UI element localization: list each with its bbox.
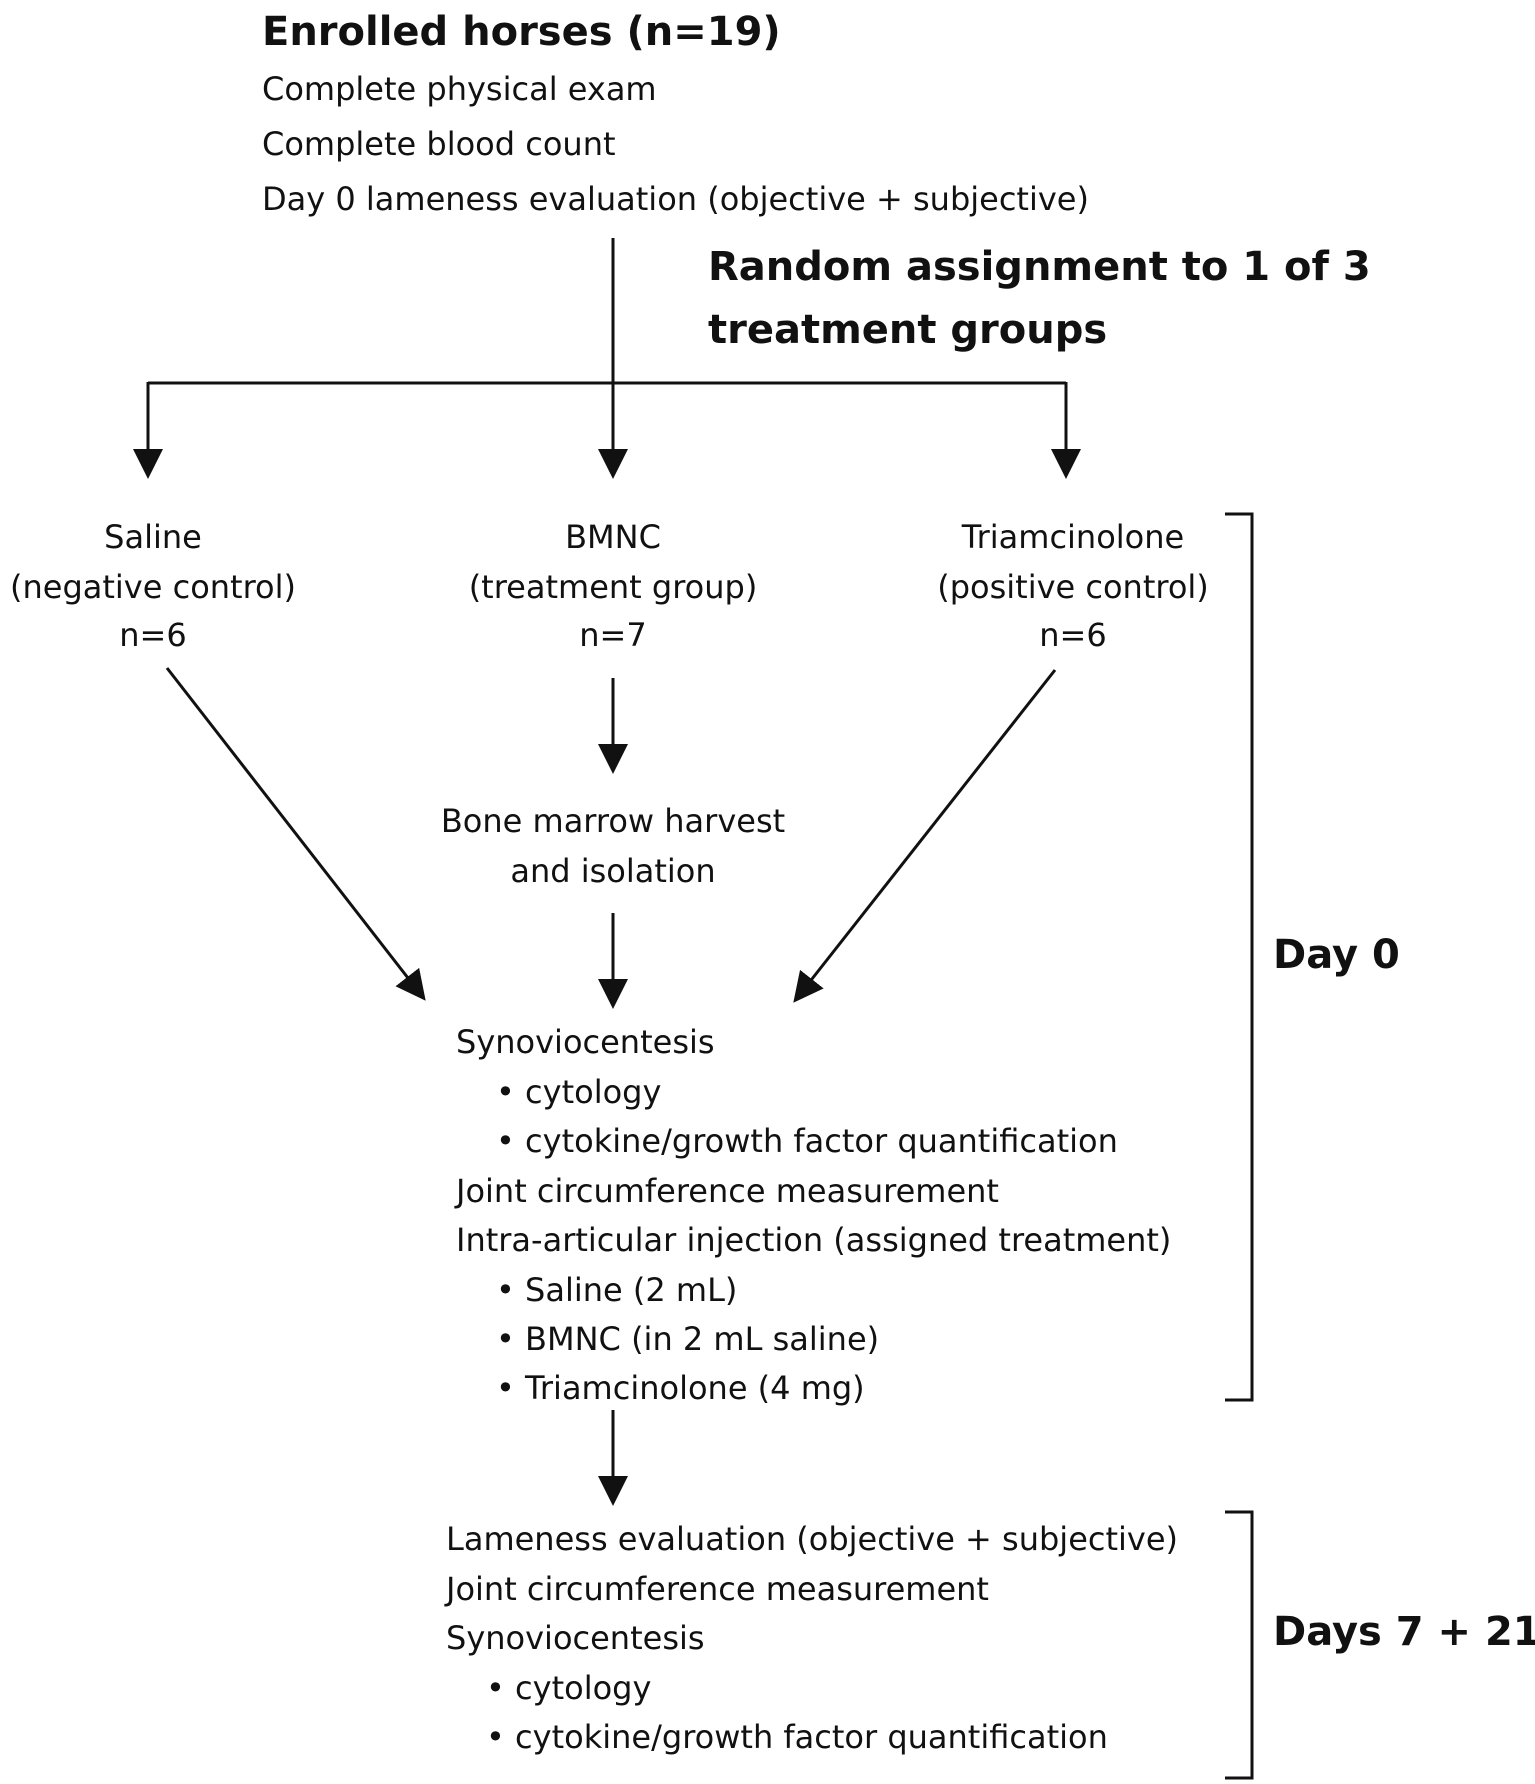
arrow-saline-synovio (165, 667, 426, 1001)
harvest-line2: and isolation (510, 852, 716, 890)
followup-synovio-item-text: cytology (515, 1669, 652, 1707)
bullet: • (496, 1271, 515, 1309)
injection-item: • BMNC (in 2 mL saline) (496, 1323, 879, 1355)
harvest-line1: Bone marrow harvest (440, 802, 786, 840)
synovio-item-text: cytology (525, 1073, 662, 1111)
bullet: • (496, 1369, 515, 1407)
group-name: Triamcinolone (961, 518, 1185, 556)
synovio-item-text: cytokine/growth factor quantification (525, 1122, 1118, 1160)
group-role: (treatment group) (468, 568, 758, 606)
randomization-label-line1: Random assignment to 1 of 3 (708, 244, 1371, 290)
followup-synovio-item-text: cytokine/growth factor quantification (515, 1718, 1108, 1756)
injection-item-text: Triamcinolone (4 mg) (525, 1369, 865, 1407)
group-n: n=7 (579, 616, 647, 654)
group-n: n=6 (119, 616, 187, 654)
enrollment-line: Complete physical exam (262, 70, 657, 108)
time-label-days-7-21: Days 7 + 21 (1273, 1609, 1535, 1655)
injection-item: • Saline (2 mL) (496, 1274, 737, 1306)
circumference-label: Joint circumference measurement (456, 1172, 999, 1210)
followup-lameness: Lameness evaluation (objective + subject… (446, 1520, 1179, 1558)
group-role: (negative control) (9, 568, 297, 606)
time-label-day0: Day 0 (1273, 932, 1400, 978)
synoviocentesis-label: Synoviocentesis (456, 1023, 715, 1061)
injection-item-text: Saline (2 mL) (525, 1271, 738, 1309)
bullet: • (486, 1669, 505, 1707)
bullet: • (496, 1073, 515, 1111)
group-n: n=6 (1039, 616, 1107, 654)
followup-synovio-item: • cytology (486, 1672, 651, 1704)
arrow-triam-synovio (793, 669, 1057, 1003)
synovio-item: • cytokine/growth factor quantification (496, 1125, 1118, 1157)
bullet: • (486, 1718, 505, 1756)
bullet: • (496, 1320, 515, 1358)
synovio-item: • cytology (496, 1076, 661, 1108)
group-name: BMNC (565, 518, 661, 556)
bullet: • (496, 1122, 515, 1160)
followup-circumference: Joint circumference measurement (446, 1570, 989, 1608)
injection-item: • Triamcinolone (4 mg) (496, 1372, 865, 1404)
injection-label: Intra-articular injection (assigned trea… (456, 1221, 1172, 1259)
followup-synoviocentesis: Synoviocentesis (446, 1619, 705, 1657)
enrollment-line: Day 0 lameness evaluation (objective + s… (262, 180, 1089, 218)
group-name: Saline (104, 518, 202, 556)
followup-synovio-item: • cytokine/growth factor quantification (486, 1721, 1108, 1753)
enrollment-line: Complete blood count (262, 125, 616, 163)
randomization-label-line2: treatment groups (708, 307, 1108, 353)
bracket-day0 (1225, 512, 1254, 1402)
group-role: (positive control) (937, 568, 1209, 606)
injection-item-text: BMNC (in 2 mL saline) (525, 1320, 880, 1358)
bracket-days-7-21 (1225, 1510, 1254, 1780)
enrollment-title: Enrolled horses (n=19) (262, 9, 781, 55)
